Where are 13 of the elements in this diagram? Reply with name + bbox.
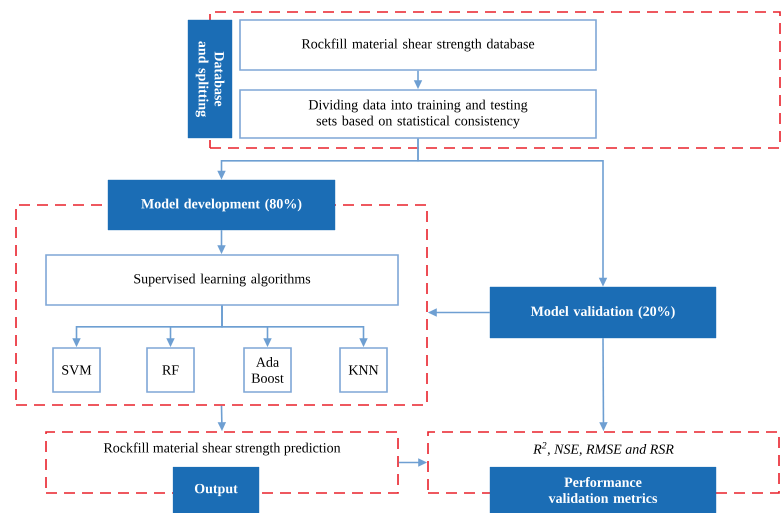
group-frame — [209, 11, 781, 149]
process-box: Supervised learning algorithms — [45, 254, 399, 306]
algorithm-box: SVM — [52, 347, 101, 393]
algorithm-box: KNN — [339, 347, 388, 393]
process-box: Rockfill material shear strength database — [239, 19, 597, 71]
header-tab: Model validation (20%) — [490, 286, 716, 338]
algorithm-box: RF — [146, 347, 195, 393]
header-tab: Model development (80%) — [108, 180, 336, 230]
algorithm-box: Ada Boost — [243, 347, 292, 393]
header-tab: Database and splitting — [188, 20, 232, 138]
header-tab: Performance validation metrics — [490, 466, 716, 513]
header-tab: Output — [172, 466, 260, 513]
process-box: Dividing data into training and testing sets based on statistical consistency — [239, 89, 597, 139]
